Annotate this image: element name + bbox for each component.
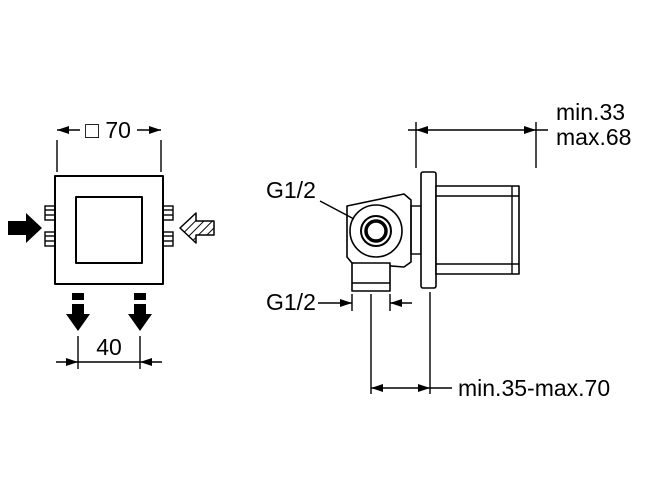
front-view: □ 70 [8,117,215,369]
wall-distance-dimension: min.35-max.70 [370,292,610,401]
faceplate-inner-square [75,196,143,264]
mounting-tab [162,205,174,221]
dimension-arrow-icon [149,126,161,134]
valve-sleeve [435,185,520,275]
mounting-tabs-right [162,205,174,247]
solid-down-arrow-icon [72,293,84,300]
mounting-tab [44,231,56,247]
valve-neck [410,205,422,255]
solid-right-arrow-icon [8,213,42,243]
front-width-label: □ 70 [85,117,131,143]
mounting-tab [162,231,174,247]
front-outlet-spacing-dimension: 40 [56,334,162,369]
dimension-arrow-icon [524,126,536,134]
thread-label-top: G1/2 [266,177,355,220]
depth-dimension: min.33 max.68 [408,99,631,168]
outlet-arrow-left [66,293,90,331]
mounting-tabs-left [44,205,56,247]
depth-max-label: max.68 [556,124,631,150]
valve-body [346,171,520,292]
side-view: min.33 max.68 G1/2 G1/2 [266,99,631,401]
thread-label-bottom: G1/2 [266,289,412,315]
mounting-flange [420,171,437,289]
wall-distance-label: min.35-max.70 [458,375,610,401]
dimension-arrow-icon [66,358,78,366]
depth-min-label: min.33 [556,99,625,125]
dimension-arrow-icon [416,126,428,134]
dimension-arrow-icon [140,358,152,366]
threaded-stub [351,262,391,292]
front-width-dimension: □ 70 [56,117,162,172]
thread-bottom-text: G1/2 [266,289,316,315]
dimension-arrow-icon [371,384,383,392]
solid-down-arrow-icon [134,293,146,300]
inlet-port-inner-circle [364,219,388,243]
outlet-arrow-right [128,293,152,331]
inlet-port-mid-circle [360,215,392,247]
dimension-arrow-icon [418,384,430,392]
mounting-tab [44,205,56,221]
dimension-arrow-icon [390,299,402,307]
inlet-port-outer-circle [349,204,403,258]
dimension-arrow-icon [340,299,352,307]
leader-line [319,200,355,220]
hatched-left-arrow-icon [179,212,215,244]
dimension-arrow-icon [57,126,69,134]
thread-top-text: G1/2 [266,177,316,203]
outlet-spacing-label: 40 [96,334,122,360]
